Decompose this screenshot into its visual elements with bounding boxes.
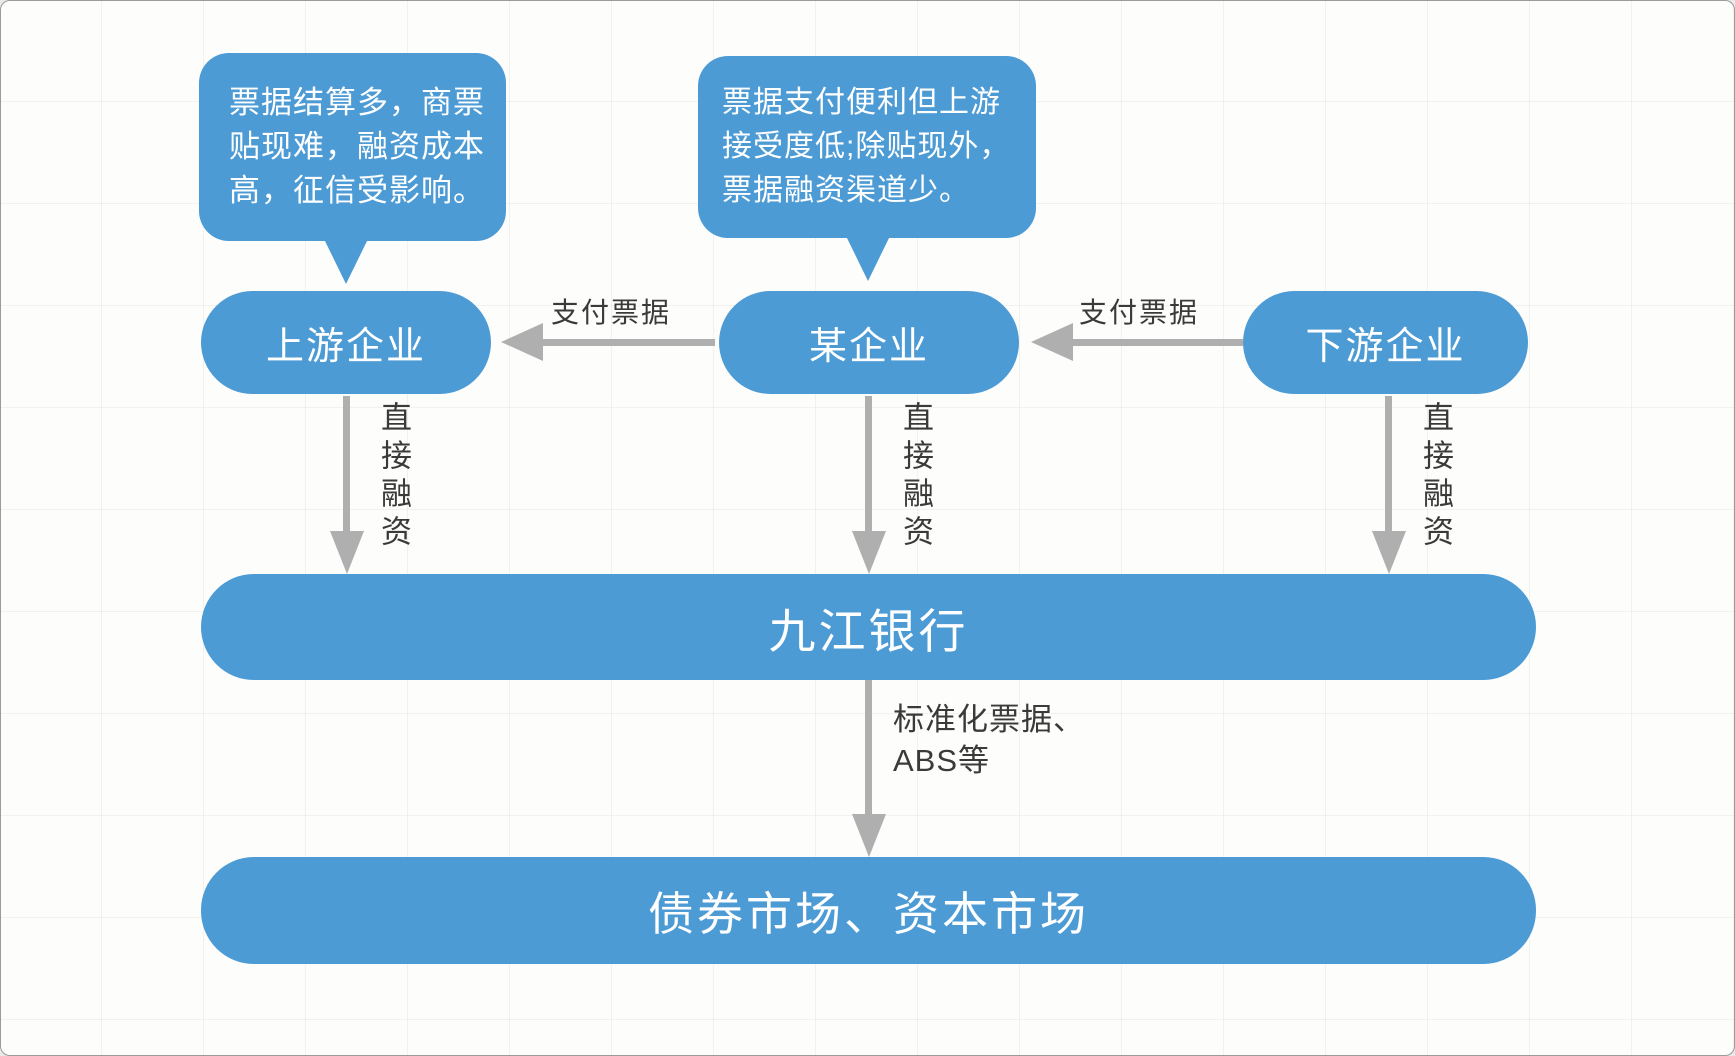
callout-line: 票据结算多，商票 <box>229 85 485 120</box>
callout-tail <box>324 239 368 284</box>
arrow-down-icon <box>852 531 886 574</box>
bar-label: 九江银行 <box>768 604 969 658</box>
callout-line: 票据融资渠道少。 <box>722 174 970 207</box>
callout-company-note: 票据支付便利但上游 接受度低;除贴现外， 票据融资渠道少。 <box>698 56 1036 281</box>
arrow-down-icon <box>852 814 886 857</box>
callout-upstream-note: 票据结算多，商票 贴现难，融资成本 高，征信受影响。 <box>199 53 506 284</box>
node-upstream-enterprise: 上游企业 <box>201 291 491 394</box>
arrow-line-downstream-to-bank <box>1385 396 1392 532</box>
bar-jiujiang-bank: 九江银行 <box>201 574 1536 680</box>
arrow-label-standardized-notes-abs: 标准化票据、 ABS等 <box>893 699 1085 781</box>
node-downstream-enterprise: 下游企业 <box>1243 291 1528 394</box>
node-label: 下游企业 <box>1305 326 1466 368</box>
node-label: 上游企业 <box>265 326 426 368</box>
callout-line: 贴现难，融资成本 <box>229 129 485 164</box>
arrow-left-icon <box>501 323 543 361</box>
arrow-line-downstream-to-company <box>1071 339 1243 346</box>
bar-label: 债券市场、资本市场 <box>648 887 1089 940</box>
node-label: 某企业 <box>808 326 929 368</box>
arrow-down-icon <box>1372 531 1406 574</box>
callout-tail <box>846 236 890 281</box>
arrow-label-direct-financing-1: 直接融资 <box>376 401 411 553</box>
callout-line: 接受度低;除贴现外， <box>722 130 1011 163</box>
arrow-label-line: 标准化票据、 <box>893 702 1085 737</box>
arrow-left-icon <box>1031 323 1073 361</box>
arrow-label-direct-financing-2: 直接融资 <box>898 401 933 553</box>
node-company: 某企业 <box>719 291 1019 394</box>
bar-bond-capital-market: 债券市场、资本市场 <box>201 857 1536 964</box>
arrow-line-bank-to-market <box>865 680 872 814</box>
arrow-label-line: ABS等 <box>893 743 991 778</box>
arrow-line-company-to-upstream <box>541 339 715 346</box>
callout-line: 票据支付便利但上游 <box>722 86 1001 119</box>
arrow-label-direct-financing-3: 直接融资 <box>1418 401 1453 553</box>
arrow-down-icon <box>330 531 364 574</box>
arrow-label-pay-bill-2: 支付票据 <box>1078 297 1199 328</box>
arrow-line-company-to-bank <box>865 396 872 532</box>
callout-line: 高，征信受影响。 <box>229 173 485 208</box>
arrow-label-pay-bill-1: 支付票据 <box>550 297 671 328</box>
arrow-line-upstream-to-bank <box>343 396 350 532</box>
